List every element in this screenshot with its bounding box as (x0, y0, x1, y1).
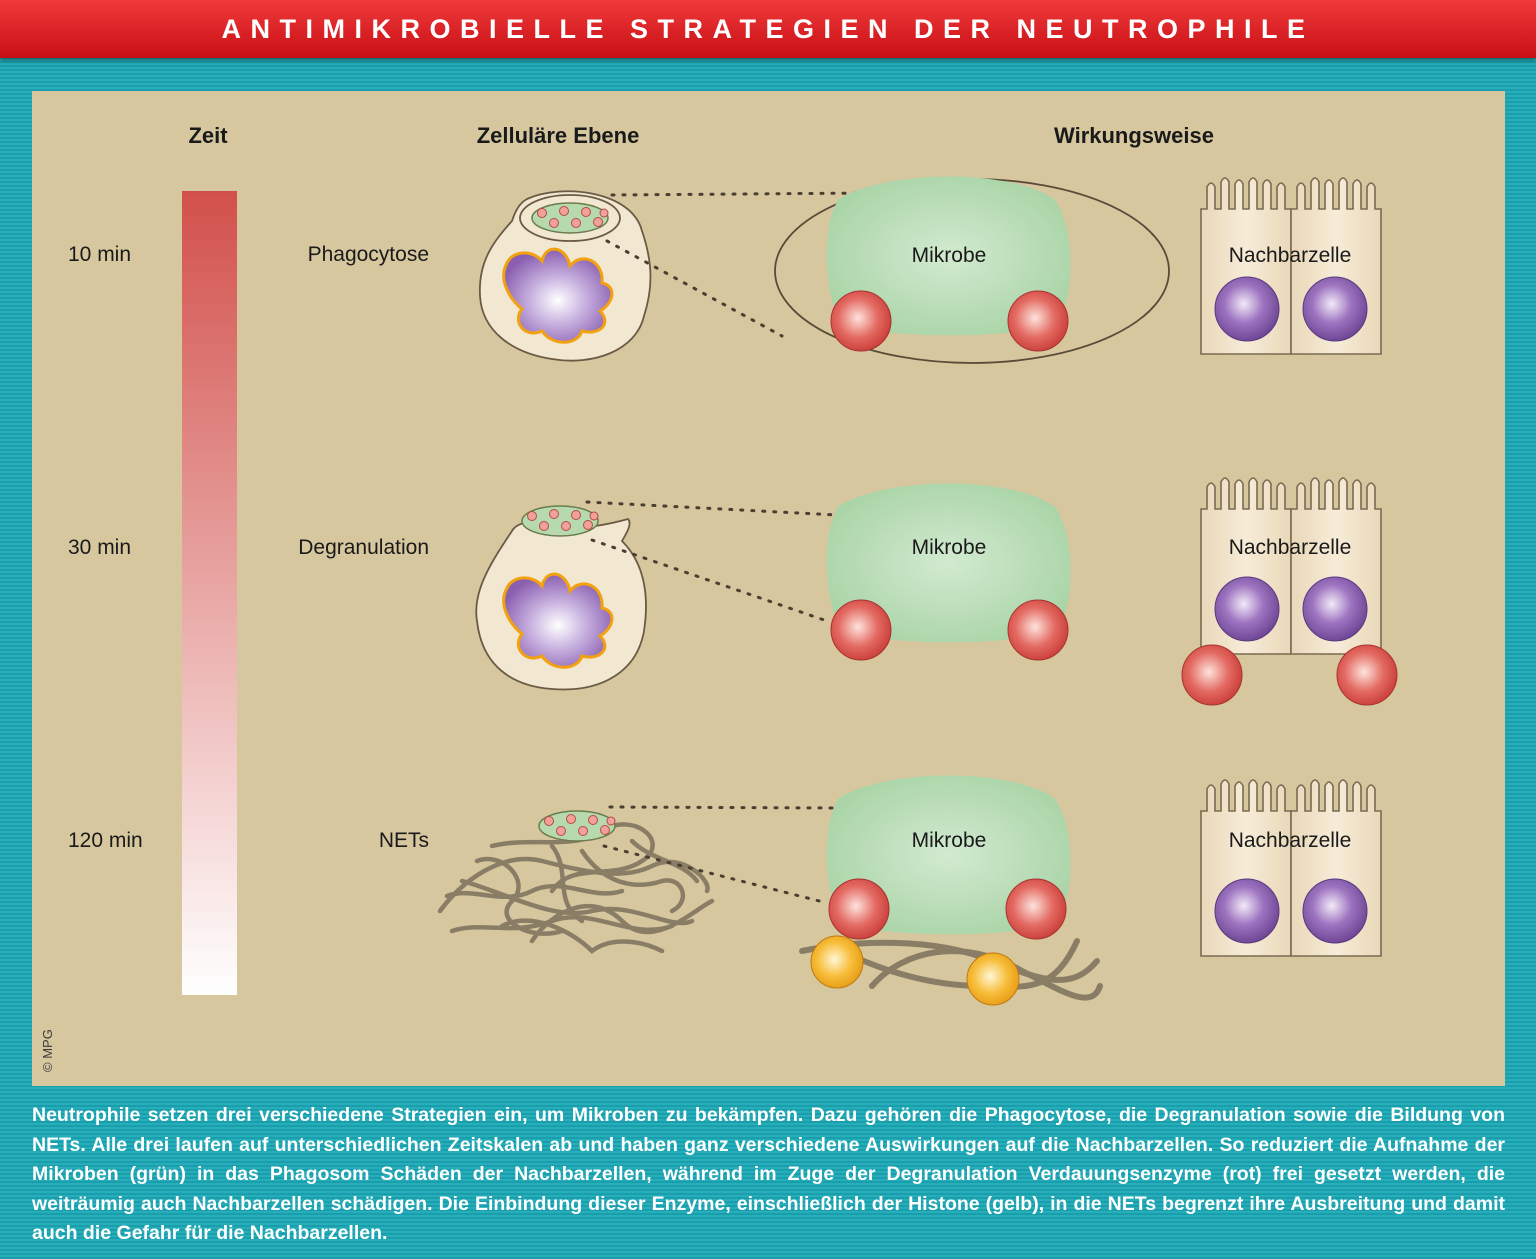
microbe-label-2: Mikrobe (912, 536, 987, 559)
microbe-label-1: Mikrobe (912, 244, 987, 267)
column-header-time: Zeit (188, 123, 228, 148)
neighbor-label-1: Nachbarzelle (1229, 244, 1352, 267)
title-bar: ANTIMIKROBIELLE STRATEGIEN DER NEUTROPHI… (0, 0, 1536, 58)
neighbor-label-3: Nachbarzelle (1229, 829, 1352, 852)
neighbor-cells-1: Nachbarzelle (1200, 177, 1382, 355)
neighbor-label-2: Nachbarzelle (1229, 536, 1352, 559)
enzyme (828, 878, 890, 940)
enzyme (1007, 599, 1069, 661)
page-title: ANTIMIKROBIELLE STRATEGIEN DER NEUTROPHI… (221, 13, 1315, 44)
diagram-panel: Zeit Zelluläre Ebene Wirkungsweise 10 mi… (32, 91, 1505, 1086)
time-bar (182, 191, 237, 995)
zoom-lines-nets (602, 805, 839, 905)
copyright: © MPG (40, 1029, 55, 1072)
net-fibers-cluster (437, 822, 715, 954)
enzyme (1336, 644, 1398, 706)
strategy-label-degranulation: Degranulation (298, 536, 429, 559)
enzyme (1181, 644, 1243, 706)
zoom-lines-degranulation (585, 500, 839, 623)
caption: Neutrophile setzen drei verschiedene Str… (32, 1104, 1505, 1244)
neutrophile-degranulation (475, 505, 647, 691)
histone (810, 935, 864, 989)
enzyme (1007, 290, 1069, 352)
granule-nets (538, 810, 616, 842)
enzyme (830, 599, 892, 661)
enzyme (1005, 878, 1067, 940)
neutrophile-phagocytose (479, 190, 652, 362)
microbe-phagocytose: Mikrobe (826, 176, 1071, 352)
neighbor-cells-3: Nachbarzelle (1200, 779, 1382, 957)
strategy-label-nets: NETs (379, 829, 429, 852)
microbe-nets: Mikrobe (810, 775, 1071, 1006)
enzyme (830, 290, 892, 352)
time-label-3: 120 min (68, 829, 143, 852)
column-header-cell-level: Zelluläre Ebene (477, 123, 640, 148)
diagram: Zeit Zelluläre Ebene Wirkungsweise 10 mi… (68, 123, 1398, 1006)
strategy-label-phagocytose: Phagocytose (308, 243, 429, 266)
zoom-lines-phagocytose (605, 191, 874, 338)
time-label-1: 10 min (68, 243, 131, 266)
column-header-mode-of-action: Wirkungsweise (1054, 123, 1214, 148)
histone (966, 952, 1020, 1006)
microbe-label-3: Mikrobe (912, 829, 987, 852)
microbe-degranulation: Mikrobe (826, 483, 1071, 661)
neighbor-cells-2: Nachbarzelle (1181, 477, 1398, 706)
time-label-2: 30 min (68, 536, 131, 559)
